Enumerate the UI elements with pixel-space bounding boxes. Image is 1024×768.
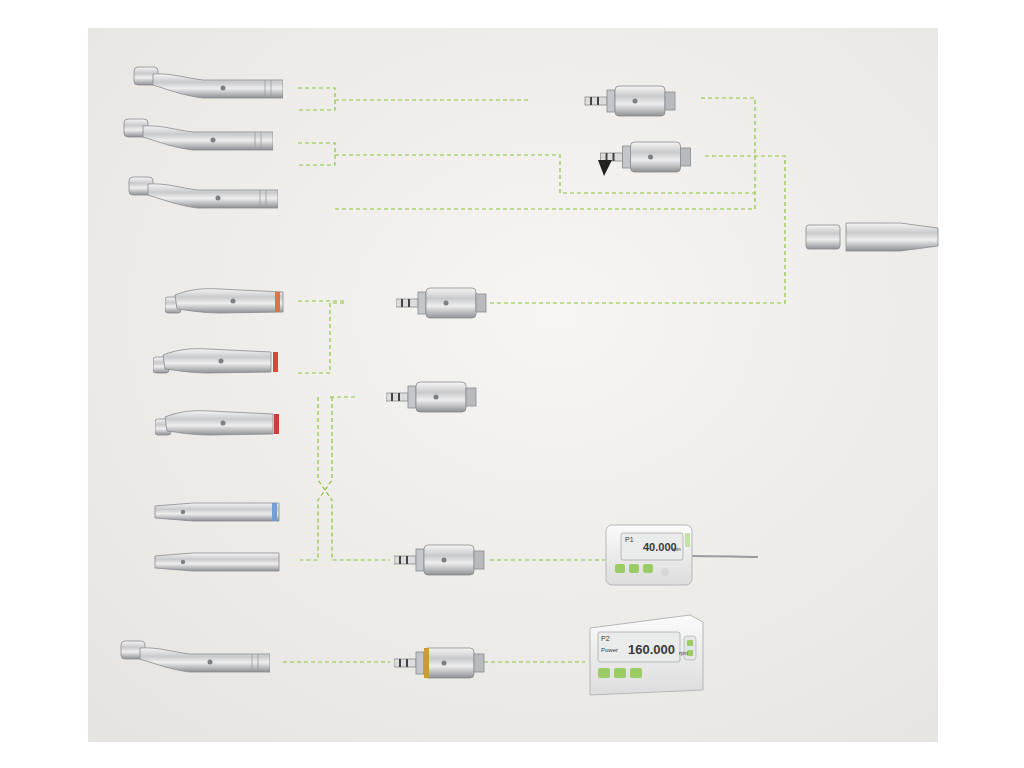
unit-label: rpm bbox=[679, 651, 688, 656]
program-label: P2 bbox=[601, 635, 610, 642]
mode-label: Power bbox=[601, 647, 618, 653]
speed-readout: 160.000 bbox=[628, 643, 675, 656]
speed-readout: 40.000 bbox=[643, 542, 677, 553]
program-label: P1 bbox=[625, 536, 634, 543]
unit-label: rpm bbox=[672, 547, 681, 552]
